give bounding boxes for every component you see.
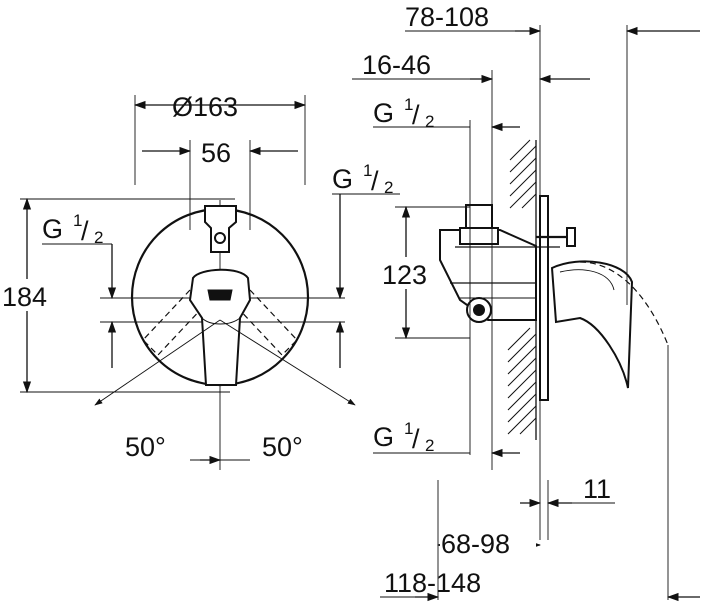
thread-bottom-slash: / (412, 424, 420, 454)
thread-right-label: G (332, 164, 353, 194)
side-view: 78-108 16-46 G 1 / 2 123 G 1 / 2 11 (352, 2, 700, 602)
diverter-left (142, 289, 206, 356)
thread-right-sub: 2 (384, 178, 393, 197)
dim-123-label: 123 (382, 260, 427, 290)
wall-hatching-bottom (507, 327, 537, 435)
wall-hatching-top (509, 139, 537, 209)
thread-top-label: G (373, 98, 394, 128)
spindle-cap (566, 227, 576, 247)
front-view: Ø163 56 184 G 1 / 2 G 1 / 2 50° 50° (0, 92, 400, 470)
cartridge-hole (214, 232, 226, 244)
angle-left-label: 50° (125, 432, 166, 462)
thread-left-sup: 1 (73, 211, 82, 230)
thread-left-slash: / (81, 216, 89, 246)
escutcheon-plate (539, 195, 549, 401)
cartridge-housing (204, 205, 237, 253)
thread-right-sup: 1 (363, 161, 372, 180)
dim-118-148-label: 118-148 (384, 568, 481, 598)
dim-56-label: 56 (201, 138, 231, 168)
dim-11-label: 11 (583, 474, 611, 504)
lever-handle (188, 268, 252, 386)
thread-top-sub: 2 (425, 112, 434, 131)
angle-line-left (94, 319, 221, 406)
thread-bottom-sup: 1 (404, 419, 413, 438)
thread-top-sup: 1 (404, 95, 413, 114)
thread-top-slash: / (412, 100, 420, 130)
connector-top-nut (459, 227, 499, 245)
thread-left-sub: 2 (94, 228, 103, 247)
connector-bottom-inner (473, 304, 485, 316)
lever-side (550, 260, 634, 389)
lever-inner-line (201, 317, 241, 325)
dim-16-46-label: 16-46 (362, 50, 431, 80)
thread-left-label: G (42, 214, 63, 244)
dim-68-98-label: 68-98 (441, 529, 510, 559)
valve-body (439, 229, 537, 321)
dim-78-108-label: 78-108 (405, 2, 489, 32)
thread-right-slash: / (371, 166, 379, 196)
wall-section-top (510, 148, 536, 208)
angle-right-label: 50° (262, 432, 303, 462)
thread-bottom-sub: 2 (425, 436, 434, 455)
lever-dashed (579, 261, 669, 346)
thread-bottom-label: G (373, 422, 394, 452)
dim-184-label: 184 (2, 282, 47, 312)
lever-side-inner (559, 269, 615, 291)
diverter-right (234, 289, 298, 356)
angle-line-right (219, 319, 356, 406)
dim-163-label: Ø163 (172, 92, 238, 122)
lever-logo (207, 289, 233, 301)
